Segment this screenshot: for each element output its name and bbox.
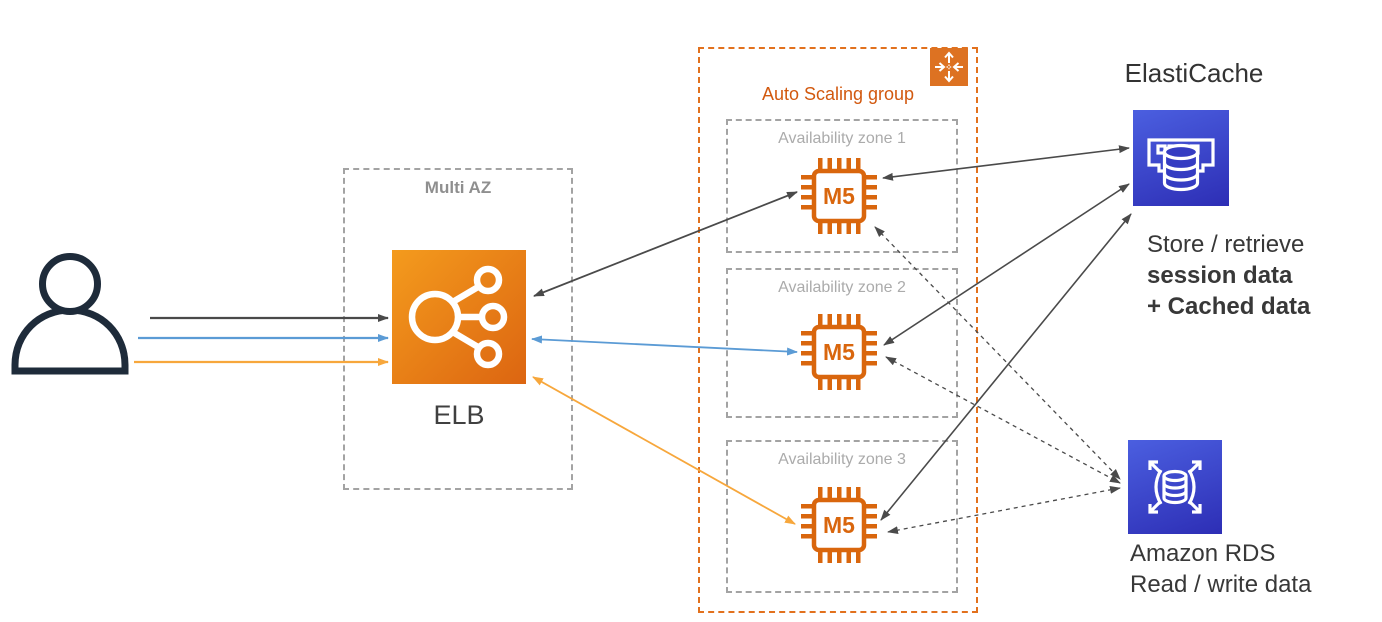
- elb-label: ELB: [433, 400, 485, 430]
- rds-caption-line2: Read / write data: [1130, 571, 1312, 598]
- load-balancer-glyph: [408, 265, 508, 369]
- user-icon: [5, 246, 135, 378]
- multi-az-group-box: Multi AZ: [343, 168, 573, 490]
- elasticache-caption: Store / retrieve session data + Cached d…: [1147, 229, 1310, 322]
- rds-icon: [1128, 440, 1222, 534]
- elasticache-caption-line1: Store / retrieve: [1147, 231, 1305, 258]
- elasticache-caption-line3: + Cached data: [1147, 293, 1311, 320]
- auto-scaling-icon: [930, 48, 968, 86]
- elb-icon: [392, 250, 526, 384]
- multi-az-label: Multi AZ: [424, 178, 492, 197]
- elasticache-icon: [1133, 110, 1229, 206]
- rds-caption: Amazon RDS Read / write data: [1130, 538, 1311, 600]
- m5-instance-icon-az2: M5: [801, 314, 877, 390]
- auto-scaling-group-label: Auto Scaling group: [761, 84, 915, 104]
- m5-label-az3: M5: [823, 512, 855, 538]
- m5-instance-icon-az1: M5: [801, 158, 877, 234]
- elasticache-title: ElastiCache: [1124, 58, 1264, 88]
- m5-instance-icon-az3: M5: [801, 487, 877, 563]
- rds-caption-line1: Amazon RDS: [1130, 540, 1276, 567]
- m5-label-az2: M5: [823, 339, 855, 365]
- elasticache-caption-line2: session data: [1147, 262, 1293, 289]
- m5-label-az1: M5: [823, 183, 855, 209]
- availability-zone-3-label: Availability zone 3: [778, 451, 906, 468]
- availability-zone-2-label: Availability zone 2: [778, 279, 906, 296]
- availability-zone-1-label: Availability zone 1: [778, 130, 906, 147]
